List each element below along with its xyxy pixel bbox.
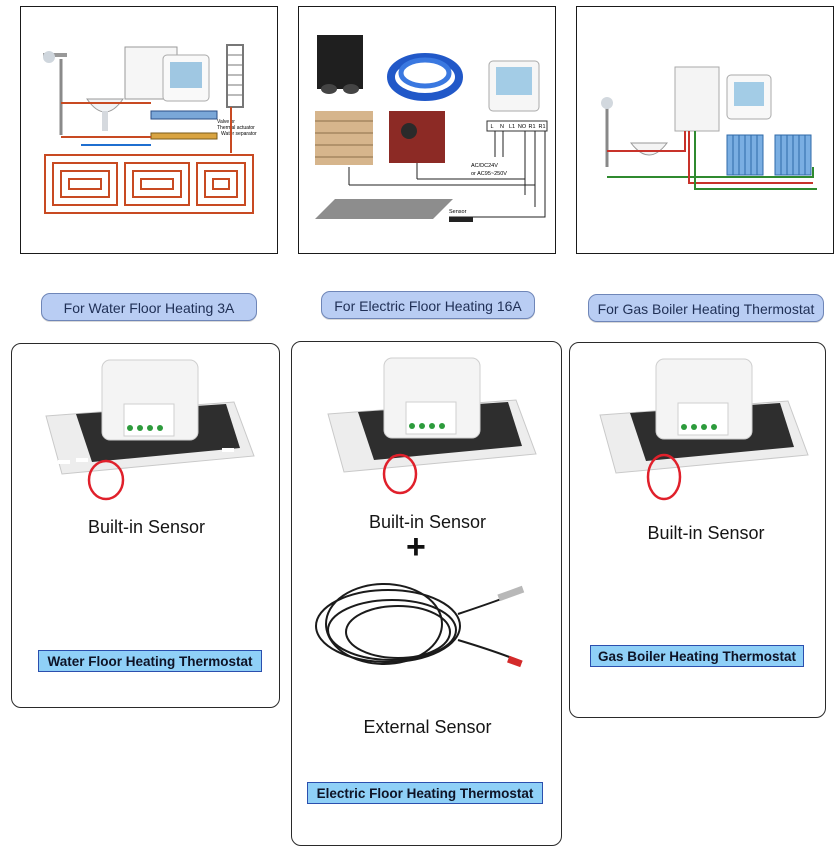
terminal-n: N	[500, 124, 504, 130]
gas-boiler-radiator-diagram-icon	[601, 66, 817, 190]
terminal-no: NO	[518, 124, 527, 130]
gas-product-tag: Gas Boiler Heating Thermostat	[590, 645, 804, 667]
thermostat-back-view-icon	[599, 358, 809, 501]
sensor-text: Sensor	[449, 209, 467, 215]
water-heating-diagram-panel: Valve or Thermal actuator Water separato…	[20, 6, 278, 254]
valve-label: Valve or	[217, 119, 235, 125]
water-underfloor-heating-diagram-icon: Valve or Thermal actuator Water separato…	[43, 44, 257, 214]
built-in-sensor-label: Built-in Sensor	[368, 512, 487, 532]
actuator-label: Thermal actuator	[217, 125, 255, 131]
gas-boiler-diagram-panel	[576, 6, 834, 254]
heading-gas-boiler-heating: For Gas Boiler Heating Thermostat	[588, 294, 824, 322]
water-thermostat-card: Built-in Sensor Water Floor Heating Ther…	[11, 343, 280, 708]
electric-product-tag: Electric Floor Heating Thermostat	[307, 782, 543, 804]
built-in-sensor-highlight-circle	[382, 453, 418, 495]
power-spec-2: or AC95~250V	[471, 171, 507, 177]
power-spec-1: AC/DC24V	[471, 163, 498, 169]
terminal-l: L	[490, 124, 493, 130]
external-sensor-label: External Sensor	[363, 717, 492, 737]
electric-heating-diagram-panel: L N L1 NO R1 R1 AC/DC24V or AC95~250V Se…	[298, 6, 556, 254]
heading-electric-floor-heating: For Electric Floor Heating 16A	[321, 291, 535, 319]
terminal-l1: L1	[509, 124, 515, 130]
built-in-sensor-highlight-circle	[87, 459, 125, 501]
water-product-tag: Water Floor Heating Thermostat	[38, 650, 262, 672]
terminal-r1a: R1	[528, 124, 535, 130]
terminal-r1b: R1	[538, 124, 545, 130]
heading-water-floor-heating: For Water Floor Heating 3A	[41, 293, 257, 321]
built-in-sensor-label: Built-in Sensor	[647, 523, 765, 543]
thermostat-back-view-icon	[45, 359, 255, 501]
built-in-sensor-label: Built-in Sensor	[87, 517, 206, 537]
external-sensor-cable-icon	[315, 583, 525, 668]
gas-thermostat-card: Built-in Sensor Gas Boiler Heating Therm…	[569, 342, 826, 718]
separator-label: Water separator	[221, 131, 257, 137]
electric-floor-heating-wiring-diagram-icon: L N L1 NO R1 R1 AC/DC24V or AC95~250V Se…	[315, 35, 548, 222]
thermostat-back-view-icon	[327, 357, 537, 495]
built-in-sensor-highlight-circle	[646, 453, 682, 501]
plus-sign: +	[406, 528, 426, 566]
electric-thermostat-card: Built-in Sensor + External Sensor Electr…	[291, 341, 562, 846]
